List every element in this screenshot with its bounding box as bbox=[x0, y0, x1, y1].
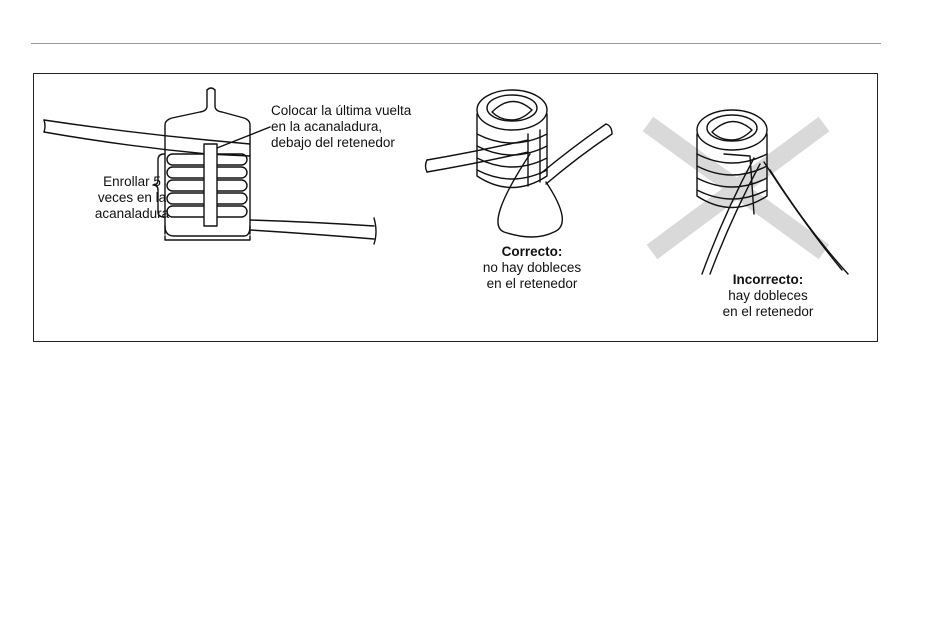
correct-title: Correcto: bbox=[452, 244, 612, 260]
incorrect-title: Incorrecto: bbox=[688, 272, 848, 288]
top-divider bbox=[31, 43, 881, 44]
last-turn-note: Colocar la última vuelta en la acanaladu… bbox=[271, 103, 471, 151]
incorrect-caption: Incorrecto: hay dobleces en el retenedor bbox=[688, 272, 848, 320]
correct-caption: Correcto: no hay dobleces en el retenedo… bbox=[452, 244, 612, 292]
wrap-five-times-label: Enrollar 5 veces en la acanaladura bbox=[72, 174, 192, 222]
incorrect-spool bbox=[648, 110, 848, 274]
cord-wrap-figure: Enrollar 5 veces en la acanaladura Coloc… bbox=[33, 73, 878, 342]
